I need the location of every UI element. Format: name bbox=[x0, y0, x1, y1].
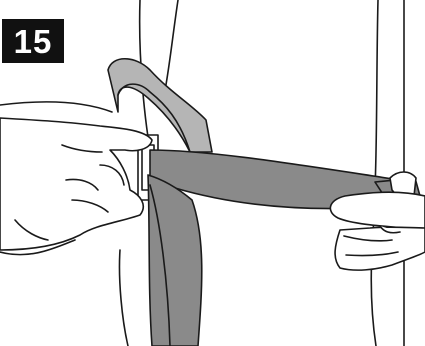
step-number-badge: 15 bbox=[2, 19, 64, 63]
left-hand bbox=[0, 118, 152, 250]
strap-hanging bbox=[148, 175, 202, 346]
step-number: 15 bbox=[14, 25, 53, 58]
right-hand bbox=[330, 192, 425, 270]
